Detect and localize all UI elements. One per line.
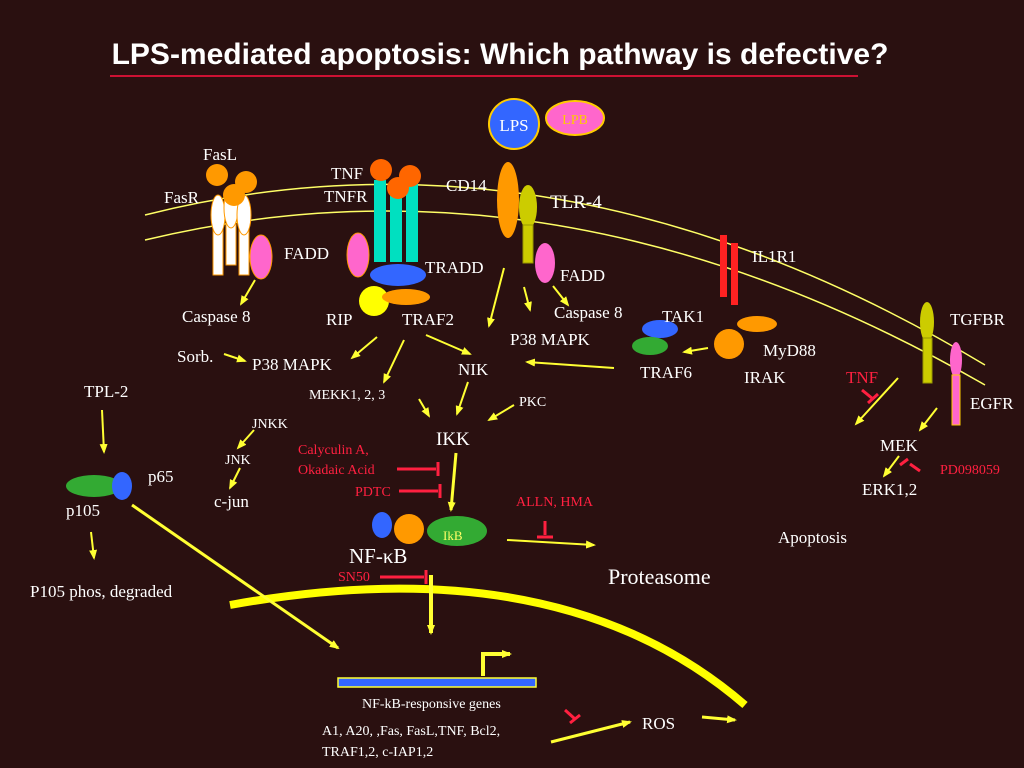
cd14-receptor [497,162,519,238]
label-pdtc: PDTC [355,485,391,500]
label-p105: p105 [66,501,100,520]
label-rip: RIP [326,310,352,329]
label-jnkk: JNKK [252,417,288,432]
label-tak1: TAK1 [662,307,704,326]
label-sorb: Sorb. [177,347,213,366]
label-nik: NIK [458,360,489,379]
label-genes-line1: A1, A20, ,Fas, FasL,TNF, Bcl2, [322,724,500,739]
tlr4-receptor [519,185,555,283]
fas-receptor [206,164,273,280]
cell-membrane-outer [144,183,986,366]
label-lps: LPS [499,116,528,135]
label-erk: ERK1,2 [862,480,917,499]
label-traf2: TRAF2 [402,310,454,329]
label-p38mapk-left: P38 MAPK [252,355,333,374]
label-fasl: FasL [203,145,237,164]
label-tnfr: TNFR [324,187,368,206]
label-myd88: MyD88 [763,341,816,360]
label-calyculin: Calyculin A, [298,443,369,458]
pathway-arrows [89,267,938,744]
label-ros: ROS [642,714,675,733]
label-caspase8-right: Caspase 8 [554,303,622,322]
label-tnf: TNF [331,164,363,183]
tgfbr-receptor [920,302,934,384]
label-pkc: PKC [519,395,546,410]
label-fasr: FasR [164,188,200,207]
label-proteasome: Proteasome [608,564,711,589]
label-genes-line2: TRAF1,2, c-IAP1,2 [322,745,433,760]
label-cjun: c-jun [214,492,249,511]
label-tradd: TRADD [425,258,484,277]
nuclear-membrane [229,584,748,709]
label-ikk: IKK [436,429,470,450]
transcription-start-arrow [481,650,512,676]
slide-title: LPS-mediated apoptosis: Which pathway is… [111,38,889,71]
label-okadaic: Okadaic Acid [298,463,375,478]
label-caspase8-left: Caspase 8 [182,307,250,326]
label-fadd-right: FADD [560,266,605,285]
label-tpl2: TPL-2 [84,382,128,401]
label-tlr4: TLR-4 [550,192,602,213]
label-p65: p65 [148,467,174,486]
label-p38mapk-right: P38 MAPK [510,330,591,349]
tnf-receptor [346,159,430,316]
label-il1r1: IL1R1 [752,247,796,266]
inhibitor-markers [380,388,921,725]
label-mek: MEK [880,436,919,455]
label-nfkb: NF-κB [349,544,407,568]
traf6-protein [632,337,668,355]
nfkb-complex [372,512,487,546]
p105-protein [66,475,122,497]
label-fadd-left: FADD [284,244,329,263]
p65-protein [112,472,132,500]
label-lpb: LPB [562,113,588,128]
lpb-molecule [545,100,605,136]
label-alln: ALLN, HMA [516,495,594,510]
egfr-receptor [950,342,962,426]
label-cd14: CD14 [446,176,487,195]
label-apoptosis: Apoptosis [778,528,847,547]
label-irak: IRAK [744,368,786,387]
cell-membrane-inner [144,210,986,386]
label-traf6: TRAF6 [640,363,692,382]
label-egfr: EGFR [970,394,1014,413]
tak1-protein [642,320,678,338]
label-jnk: JNK [225,453,251,468]
label-sn50: SN50 [338,570,370,585]
label-p105-degraded: P105 phos, degraded [30,582,173,601]
label-ikb: IkB [443,528,463,543]
lps-molecule [488,98,540,150]
il1r1-receptor [714,235,777,359]
label-tgfbr: TGFBR [950,310,1005,329]
label-pd098059: PD098059 [940,463,1000,478]
label-tnf-inhibitor: TNF [846,368,878,387]
gene-bar [337,677,537,688]
label-nfkb-genes: NF-kB-responsive genes [362,697,501,712]
label-mekk: MEKK1, 2, 3 [309,388,385,403]
